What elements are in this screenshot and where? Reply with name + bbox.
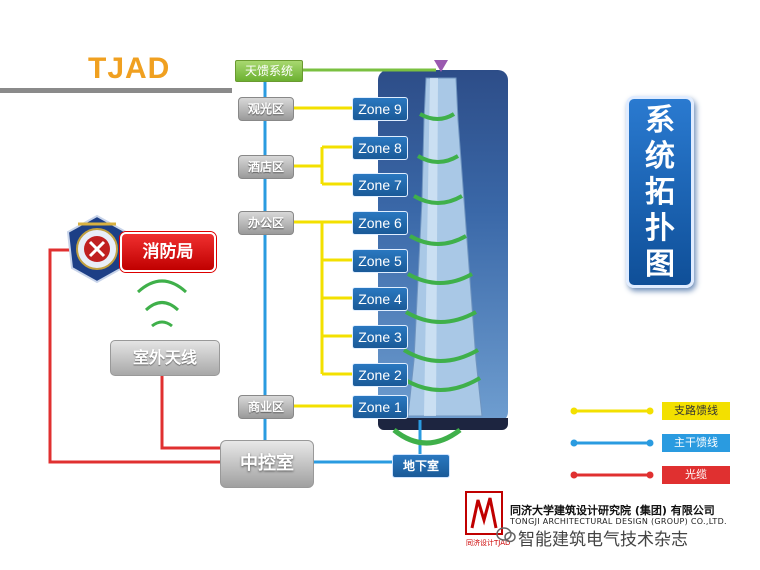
title-char: 扑 <box>645 211 675 246</box>
legend-fiber-label: 光缆 <box>662 466 730 484</box>
tower-base <box>378 418 508 430</box>
antenna-system-label: 天馈系统 <box>235 60 303 82</box>
org-logo-caption: 同济设计TJAD <box>466 539 511 547</box>
logo-underline <box>0 88 232 93</box>
tjad-logo-text: TJAD <box>88 52 171 85</box>
signal-arc-outer <box>136 279 188 294</box>
coverage-arc-6 <box>409 234 467 246</box>
zone-8-label: Zone 8 <box>352 136 408 160</box>
zone-1-label: Zone 1 <box>352 395 408 419</box>
org-name-en: TONGJI ARCHITECTURAL DESIGN (GROUP) CO.,… <box>510 517 727 526</box>
zone-7-label: Zone 7 <box>352 173 408 197</box>
zone-6-label: Zone 6 <box>352 211 408 235</box>
zone-5-label: Zone 5 <box>352 249 408 273</box>
antenna-tip-icon <box>434 60 448 72</box>
tjad-seal-logo <box>465 491 503 535</box>
outdoor-antenna-label: 室外天线 <box>110 340 220 376</box>
coverage-arc-4 <box>404 310 477 324</box>
wechat-icon <box>496 527 516 543</box>
legend-feeder-label: 支路馈线 <box>662 402 730 420</box>
legend-trunk-label: 主干馈线 <box>662 434 730 452</box>
basement-label: 地下室 <box>392 454 450 478</box>
coverage-arc-3 <box>402 348 480 363</box>
org-name-cn: 同济大学建筑设计研究院 (集团) 有限公司 <box>510 504 715 517</box>
diagram-title: 系 统 拓 扑 图 <box>626 96 694 288</box>
title-char: 拓 <box>645 175 675 210</box>
signal-arc-inner <box>151 320 173 328</box>
control-room-label: 中控室 <box>220 440 314 488</box>
fire-bureau-label: 消防局 <box>120 232 216 272</box>
basement-coverage-arc <box>392 427 462 446</box>
coverage-arc-5 <box>407 272 473 285</box>
zone-4-label: Zone 4 <box>352 287 408 311</box>
coverage-arc-8 <box>416 154 460 164</box>
coverage-arc-9 <box>419 112 456 121</box>
observation-zone-label: 观光区 <box>238 97 294 121</box>
watermark-text: 智能建筑电气技术杂志 <box>518 530 688 550</box>
coverage-arc-2 <box>400 376 482 392</box>
zone-9-label: Zone 9 <box>352 97 408 121</box>
zone-2-label: Zone 2 <box>352 363 408 387</box>
coverage-arc-7 <box>412 194 464 205</box>
title-char: 统 <box>645 139 675 174</box>
zone-3-label: Zone 3 <box>352 325 408 349</box>
office-zone-label: 办公区 <box>238 211 294 235</box>
hotel-zone-label: 酒店区 <box>238 155 294 179</box>
title-char: 系 <box>645 103 675 138</box>
title-char: 图 <box>645 247 675 282</box>
commercial-zone-label: 商业区 <box>238 395 294 419</box>
signal-arc-middle <box>144 301 180 312</box>
